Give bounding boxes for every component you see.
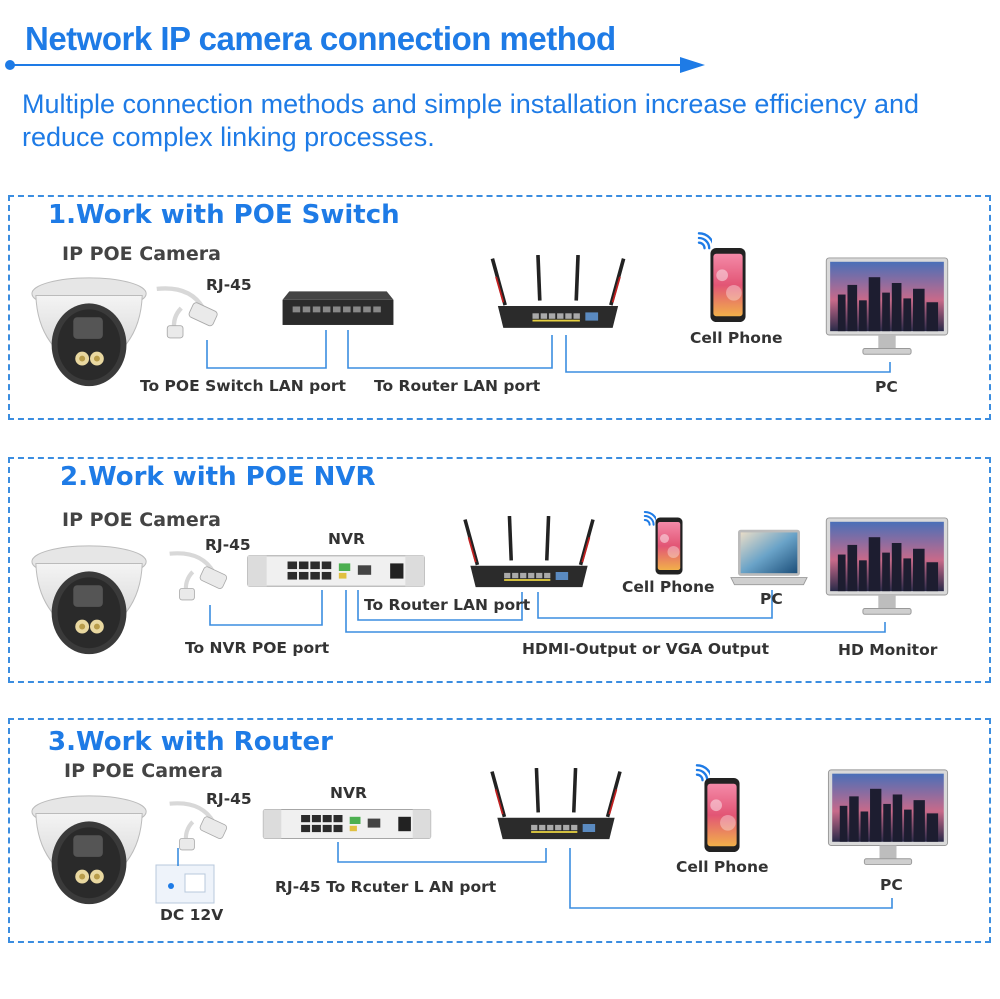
page-subtitle: Multiple connection methods and simple i…: [22, 89, 920, 152]
rj45-label: RJ-45: [206, 790, 252, 808]
title-arrow: [5, 57, 705, 73]
hdmi-output-label: HDMI-Output or VGA Output: [522, 640, 769, 658]
pc-label: PC: [760, 590, 783, 608]
camera-label: IP POE Camera: [62, 509, 221, 531]
camera-label: IP POE Camera: [64, 760, 223, 782]
cell-phone-label: Cell Phone: [690, 329, 783, 347]
dc-12v-label: DC 12V: [160, 906, 224, 924]
section-poe-switch: [8, 195, 991, 420]
section-2-title: 2.Work with POE NVR: [60, 462, 376, 492]
to-poe-switch-label: To POE Switch LAN port: [140, 377, 346, 395]
section-1-title: 1.Work with POE Switch: [48, 200, 400, 230]
to-router-label: To Router LAN port: [364, 596, 531, 614]
cell-phone-label: Cell Phone: [676, 858, 769, 876]
section-poe-nvr: [8, 457, 991, 683]
pc-label: PC: [880, 876, 903, 894]
cell-phone-label: Cell Phone: [622, 578, 715, 596]
hd-monitor-label: HD Monitor: [838, 641, 938, 659]
rj45-label: RJ-45: [205, 536, 251, 554]
rj45-label: RJ-45: [206, 276, 252, 294]
section-router: [8, 718, 991, 943]
camera-label: IP POE Camera: [62, 243, 221, 265]
page-title: Network IP camera connection method: [25, 20, 616, 57]
nvr-label: NVR: [330, 784, 367, 802]
section-3-title: 3.Work with Router: [48, 727, 333, 757]
pc-label: PC: [875, 378, 898, 396]
to-router-label: To Router LAN port: [374, 377, 541, 395]
nvr-label: NVR: [328, 530, 365, 548]
to-router-label: RJ-45 To Rcuter L AN port: [275, 878, 497, 896]
to-nvr-label: To NVR POE port: [185, 639, 330, 657]
